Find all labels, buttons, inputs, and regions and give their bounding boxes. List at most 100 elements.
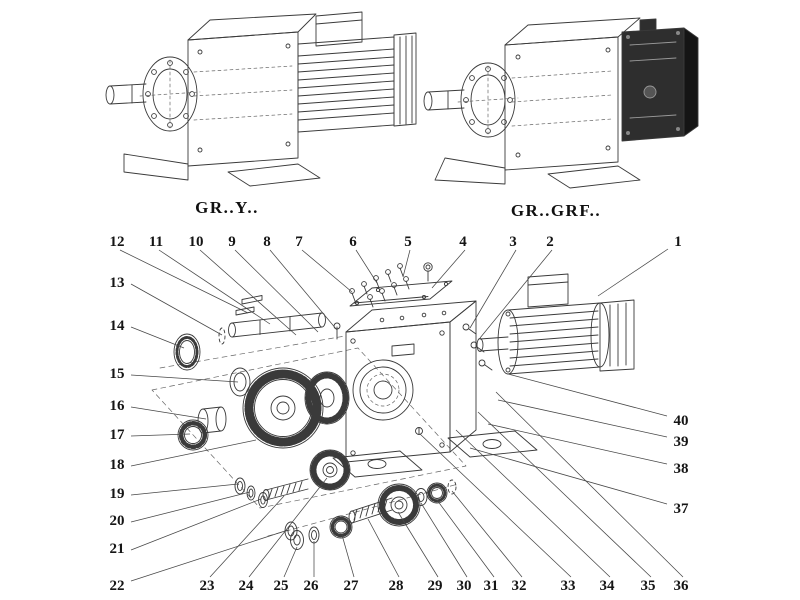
leader-line-2: [479, 249, 553, 339]
callout-28: 28: [389, 578, 404, 594]
callout-9: 9: [228, 234, 236, 250]
callout-38: 38: [674, 461, 689, 477]
leader-line-14: [130, 326, 185, 349]
variant-label-gr-grf: GR..GRF..: [511, 201, 601, 220]
leader-line-39: [497, 399, 668, 438]
callout-33: 33: [561, 578, 576, 594]
callout-1: 1: [674, 234, 682, 250]
part-key-2: [241, 295, 263, 305]
callout-34: 34: [600, 578, 616, 594]
leader-line-19: [130, 483, 239, 496]
callout-labels: 1 2 3 4 5 6 7 8 9 10 11 12 13 14 15 16 1…: [110, 234, 690, 594]
leader-line-24: [248, 477, 328, 578]
callout-14: 14: [110, 318, 126, 334]
callout-2: 2: [546, 234, 554, 250]
callout-35: 35: [641, 578, 656, 594]
callout-5: 5: [404, 234, 412, 250]
callout-36: 36: [674, 578, 690, 594]
callout-15: 15: [110, 366, 125, 382]
gearmotor-illustration-gr-y: [105, 11, 417, 187]
leader-line-38: [487, 423, 668, 465]
callout-3: 3: [509, 234, 517, 250]
callout-12: 12: [110, 234, 125, 250]
part-cover-plate: [349, 280, 453, 307]
leader-line-11: [158, 249, 271, 325]
callout-8: 8: [263, 234, 271, 250]
part-output-shaft: [218, 295, 326, 345]
leader-line-10: [199, 249, 297, 336]
leader-line-16: [130, 406, 207, 420]
part-motor: [476, 273, 635, 375]
callout-6: 6: [349, 234, 357, 250]
part-pinion-shaft: [262, 478, 309, 501]
callout-23: 23: [200, 578, 215, 594]
leader-line-22: [130, 529, 289, 582]
callout-11: 11: [149, 234, 163, 250]
part-oil-seal: [173, 333, 201, 371]
callout-31: 31: [484, 578, 499, 594]
nameplate: [391, 343, 415, 357]
callout-16: 16: [110, 398, 126, 414]
leader-line-37: [469, 447, 668, 505]
leader-line-23: [209, 495, 285, 578]
part-input-assembly: [290, 479, 457, 550]
leader-line-28: [367, 518, 400, 578]
leader-line-18: [130, 439, 257, 467]
part-bolts: [349, 262, 433, 308]
callout-27: 27: [344, 578, 360, 594]
part-bearing-output: [177, 419, 209, 451]
leader-line-20: [130, 491, 251, 523]
callout-24: 24: [239, 578, 255, 594]
leader-line-4: [431, 249, 466, 289]
callout-29: 29: [428, 578, 443, 594]
leader-line-12: [119, 249, 249, 314]
leader-line-33: [419, 433, 572, 578]
leader-line-3: [469, 249, 517, 329]
leader-line-27: [341, 534, 355, 578]
callout-10: 10: [189, 234, 204, 250]
part-washers-left: [234, 477, 298, 541]
part-breather: [333, 322, 341, 340]
callout-25: 25: [274, 578, 289, 594]
leader-line-30: [420, 502, 468, 578]
callout-21: 21: [110, 541, 125, 557]
leader-line-40: [507, 373, 668, 417]
leader-line-5: [402, 249, 411, 278]
leader-line-1: [597, 248, 669, 297]
leader-lines: [119, 248, 684, 582]
leader-line-36: [495, 391, 684, 578]
callout-30: 30: [457, 578, 472, 594]
leader-line-31: [436, 499, 495, 578]
leader-line-8: [269, 249, 338, 331]
callout-4: 4: [459, 234, 467, 250]
callout-37: 37: [674, 501, 690, 517]
part-second-stage-gear: [304, 371, 350, 425]
part-circlip: [218, 327, 226, 345]
gearbox-illustration-gr-grf: [423, 17, 699, 189]
part-intermediate-gear: [309, 449, 351, 491]
assembly-axis-plane: [151, 347, 467, 509]
leader-line-6: [355, 249, 378, 284]
callout-19: 19: [110, 486, 125, 502]
callout-22: 22: [110, 578, 125, 594]
callout-18: 18: [110, 457, 125, 473]
leader-line-17: [130, 433, 191, 437]
callout-26: 26: [304, 578, 320, 594]
leader-line-34: [455, 429, 611, 578]
callout-13: 13: [110, 275, 125, 291]
leader-line-15: [130, 374, 239, 383]
callout-20: 20: [110, 513, 125, 529]
part-housing: [332, 300, 538, 478]
callout-40: 40: [674, 413, 689, 429]
leader-line-9: [234, 249, 319, 333]
variant-label-gr-y: GR..Y..: [195, 198, 259, 217]
part-eye-bolt: [423, 262, 433, 272]
leader-line-35: [477, 411, 652, 578]
callout-32: 32: [512, 578, 527, 594]
callout-17: 17: [110, 427, 126, 443]
callout-39: 39: [674, 434, 689, 450]
leader-line-25: [283, 546, 298, 578]
leader-line-13: [130, 283, 223, 336]
adapter-side-plate: [683, 27, 699, 137]
